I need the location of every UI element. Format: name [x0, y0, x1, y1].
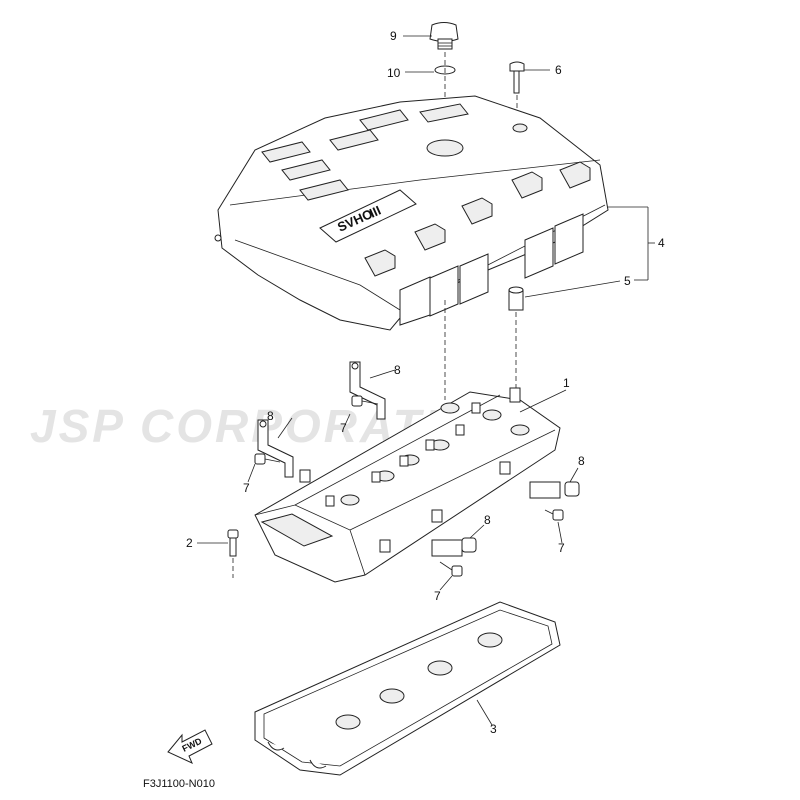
oil-cap-part — [429, 22, 459, 50]
engine-cover-part: SVHO III — [214, 95, 609, 331]
gasket-part — [254, 601, 561, 776]
grommet-part — [508, 286, 524, 311]
figure-code: F3J1100-N010 — [143, 778, 215, 790]
bolt-part-c — [544, 509, 564, 521]
leader-lines — [197, 35, 655, 726]
bolt-part-d — [439, 561, 463, 577]
bracket-part-d — [431, 537, 477, 557]
bolt-part-b — [254, 453, 281, 465]
callout-7-a: 7 — [340, 421, 347, 435]
callout-3: 3 — [490, 722, 497, 736]
bracket-part-b — [257, 419, 294, 478]
callout-8-a: 8 — [394, 363, 401, 377]
callout-10: 10 — [387, 66, 401, 80]
callout-8-b: 8 — [267, 409, 274, 423]
bracket-part-c — [529, 481, 580, 499]
callout-2: 2 — [186, 536, 193, 550]
callout-7-d: 7 — [434, 589, 441, 603]
callout-6: 6 — [555, 63, 562, 77]
fwd-arrow-icon: FWD — [167, 729, 213, 764]
callout-1: 1 — [563, 376, 570, 390]
bolt-part-a — [351, 395, 379, 407]
bolt-part-e — [227, 529, 239, 557]
cover-bolt-part — [509, 61, 525, 94]
callout-9: 9 — [390, 29, 397, 43]
head-cover-part — [254, 387, 561, 583]
callout-7-b: 7 — [243, 481, 250, 495]
callout-7-c: 7 — [558, 541, 565, 555]
callout-5: 5 — [624, 274, 631, 288]
callout-8-c: 8 — [578, 454, 585, 468]
callout-8-d: 8 — [484, 513, 491, 527]
callout-4: 4 — [658, 236, 665, 250]
